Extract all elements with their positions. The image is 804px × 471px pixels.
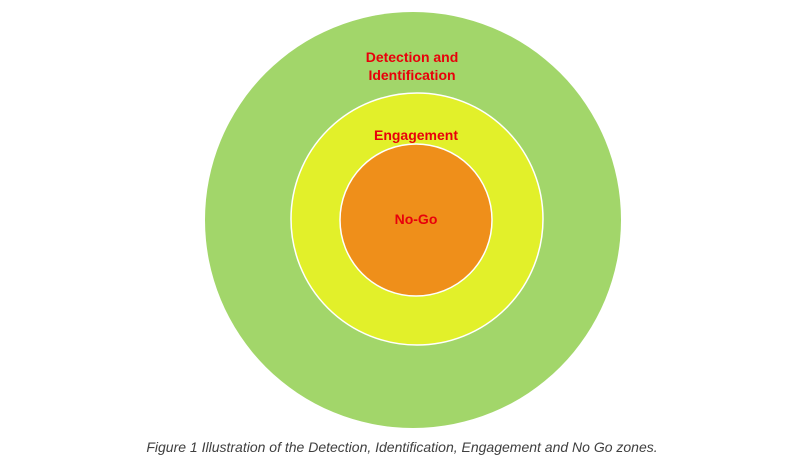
engagement-label: Engagement: [374, 127, 458, 143]
no-go-zone: [339, 143, 493, 297]
no-go-label: No-Go: [395, 211, 438, 227]
detection-label-line1: Detection and: [366, 49, 459, 65]
figure-caption: Figure 1 Illustration of the Detection, …: [146, 439, 658, 455]
identification-label-line2: Identification: [368, 67, 455, 83]
